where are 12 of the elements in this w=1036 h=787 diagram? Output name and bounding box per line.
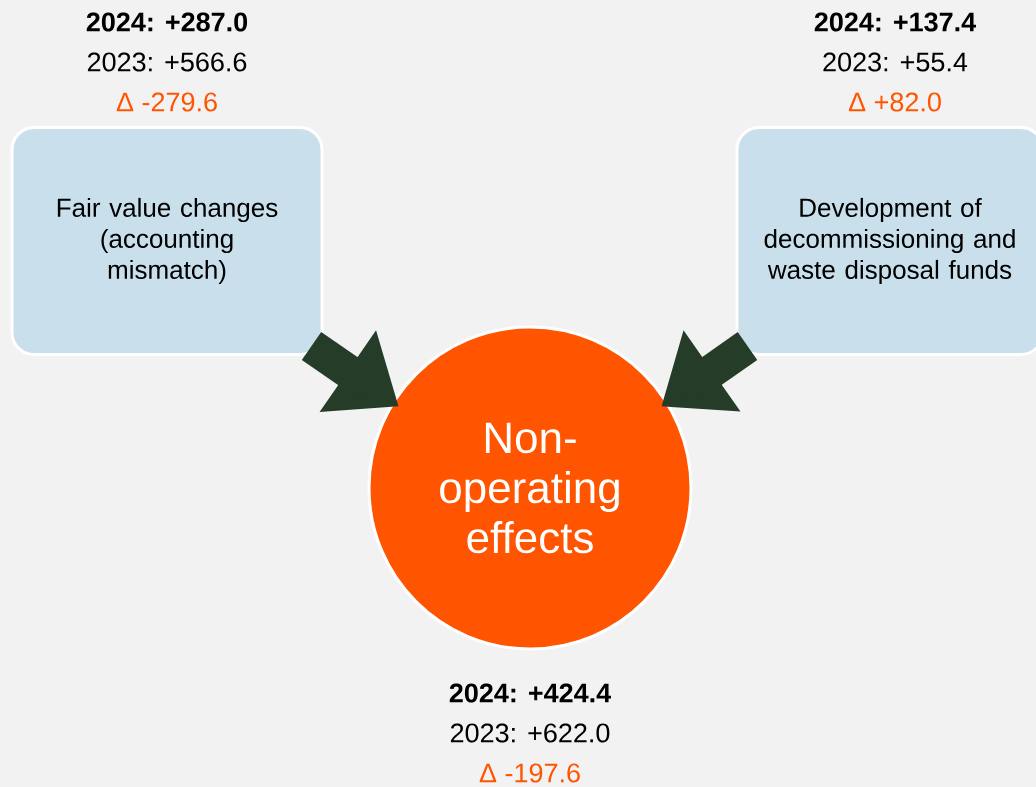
value-label: 2024: +287.0 <box>86 12 248 32</box>
value-label: 2024: +137.4 <box>814 12 976 32</box>
circle-node: Non-operating effects <box>367 325 693 651</box>
value-label: 2023: +566.6 <box>87 52 247 72</box>
value-label: 2023: +55.4 <box>823 52 968 72</box>
value-label: Δ -279.6 <box>116 92 217 112</box>
value-label: 2024: +424.4 <box>449 683 611 703</box>
value-label: Δ -197.6 <box>479 763 580 783</box>
value-label: Δ +82.0 <box>848 92 941 112</box>
process-box: Fair value changes (accounting mismatch) <box>10 126 324 356</box>
process-box: Development of decommissioning and waste disposal funds <box>735 126 1036 356</box>
value-label: 2023: +622.0 <box>450 723 610 743</box>
